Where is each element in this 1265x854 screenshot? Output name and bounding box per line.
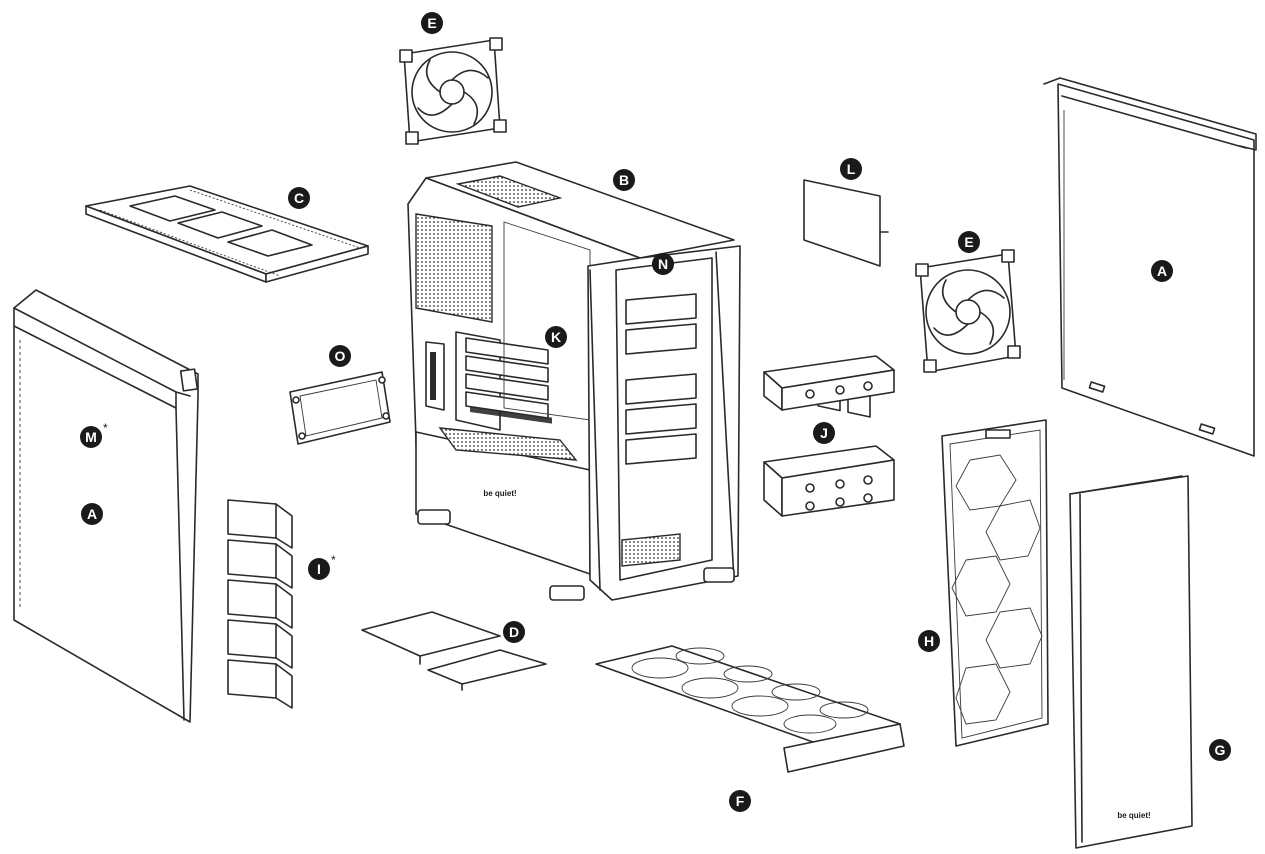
svg-text:*: * [331, 553, 336, 567]
label-g: G [1209, 739, 1231, 761]
svg-text:A: A [87, 506, 97, 522]
label-l: L [840, 158, 862, 180]
callout-badges: E B C L E N A K [80, 12, 1231, 812]
label-a-left: A [81, 503, 103, 525]
svg-text:H: H [924, 633, 934, 649]
svg-text:J: J [820, 425, 828, 441]
side-fan [915, 249, 1021, 373]
label-d: D [503, 621, 525, 643]
chassis-logo-text: be quiet! [483, 489, 516, 498]
svg-text:N: N [658, 256, 668, 272]
label-n: N [652, 253, 674, 275]
label-o: O [329, 345, 351, 367]
label-k: K [545, 326, 567, 348]
top-fan [399, 37, 507, 145]
fan-mounting-bracket [595, 645, 905, 773]
label-e-side: E [958, 231, 980, 253]
label-h: H [918, 630, 940, 652]
label-j: J [813, 422, 835, 444]
svg-text:G: G [1215, 742, 1226, 758]
main-chassis: be quiet! [407, 161, 741, 601]
svg-text:O: O [335, 348, 346, 364]
label-f: F [729, 790, 751, 812]
drive-cage-lower [763, 445, 895, 517]
label-m: M * [80, 421, 108, 448]
ssd-tray [289, 371, 391, 445]
svg-text:L: L [847, 161, 856, 177]
psu-dust-filter [361, 611, 547, 691]
svg-text:M: M [85, 429, 97, 445]
hdd-sled-stack [227, 499, 293, 709]
svg-text:B: B [619, 172, 629, 188]
top-mesh-panel [85, 185, 369, 283]
svg-text:A: A [1157, 263, 1167, 279]
right-side-panel [1043, 77, 1257, 457]
label-a-right: A [1151, 260, 1173, 282]
svg-text:I: I [317, 561, 321, 577]
svg-text:C: C [294, 190, 304, 206]
svg-text:*: * [103, 421, 108, 435]
front-panel-logo-text: be quiet! [1117, 811, 1150, 820]
drive-cage-upper [763, 355, 895, 411]
svg-text:E: E [427, 15, 436, 31]
front-panel: be quiet! [1069, 475, 1193, 849]
svg-text:K: K [551, 329, 561, 345]
label-i: I * [308, 553, 336, 580]
svg-text:F: F [736, 793, 745, 809]
left-side-panel [13, 289, 199, 723]
label-c: C [288, 187, 310, 209]
front-dust-filter [941, 419, 1049, 747]
svg-text:E: E [964, 234, 973, 250]
label-e-top: E [421, 12, 443, 34]
svg-text:D: D [509, 624, 519, 640]
label-b: B [613, 169, 635, 191]
